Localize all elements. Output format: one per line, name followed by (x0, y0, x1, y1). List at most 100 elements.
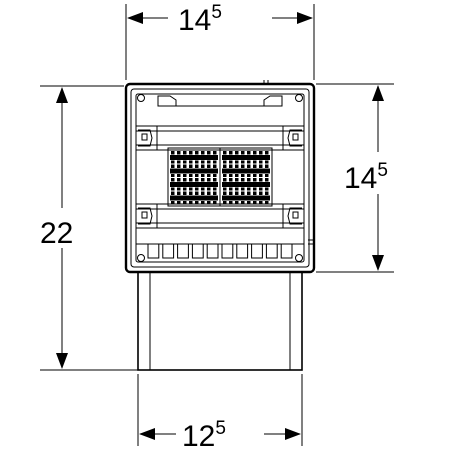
terminal-screw (213, 187, 217, 191)
terminal-screw (177, 164, 181, 168)
terminal-strip (222, 155, 270, 160)
cable-entry-fin (177, 244, 189, 259)
terminal-screw (253, 174, 257, 177)
terminal-screw (171, 164, 175, 168)
terminal-screw (259, 160, 263, 164)
terminal-screw (189, 191, 193, 195)
cable-entry-fin (265, 244, 278, 259)
mounting-screws (137, 94, 303, 262)
cable-entry-fin (236, 244, 249, 259)
terminal-screw (235, 151, 239, 155)
terminal-screw (247, 174, 251, 177)
terminal-screw (235, 191, 239, 195)
upper-din-rail (135, 125, 305, 151)
cable-entry-fin (251, 244, 263, 259)
terminal-screw (213, 174, 217, 177)
terminal-screw (189, 178, 193, 182)
terminal-block (167, 147, 273, 207)
terminal-screw (229, 174, 233, 177)
terminal-screw (171, 191, 175, 195)
svg-text:145: 145 (344, 160, 388, 195)
terminal-screw (241, 174, 245, 177)
dimension-bottom: 125 (139, 418, 301, 450)
terminal-strip (170, 195, 218, 201)
terminal-screw (259, 187, 263, 191)
terminal-screw (183, 191, 187, 195)
terminal-screw (189, 151, 193, 155)
terminal-screw (247, 160, 251, 164)
cable-entry-fin (280, 244, 293, 259)
terminal-screw (259, 191, 263, 195)
terminal-screw (171, 174, 175, 177)
terminal-screw (177, 151, 181, 155)
terminal-screw (241, 191, 245, 195)
terminal-screw (253, 151, 257, 155)
terminal-screw (195, 174, 199, 177)
right-height-base: 14 (344, 162, 377, 195)
terminal-screw (183, 164, 187, 168)
terminal-screw (223, 174, 227, 177)
terminal-screw (207, 178, 211, 182)
terminal-screw (177, 201, 181, 204)
dimension-left: 22 (36, 87, 88, 369)
terminal-strip (222, 182, 270, 187)
terminal-screw (247, 187, 251, 191)
terminal-screw (183, 178, 187, 182)
terminal-screw (207, 151, 211, 155)
terminal-screw (235, 164, 239, 168)
terminal-screw (253, 160, 257, 164)
terminal-screw (259, 151, 263, 155)
dimension-right: 145 (342, 85, 414, 271)
terminal-screw (259, 201, 263, 204)
terminal-screw (253, 187, 257, 191)
lower-din-rail (135, 203, 305, 229)
terminal-screw (213, 201, 217, 204)
terminal-screw (207, 174, 211, 177)
terminal-screw (171, 178, 175, 182)
terminal-screw (195, 187, 199, 191)
terminal-screw (229, 201, 233, 204)
terminal-screw (247, 201, 251, 204)
terminal-screw (171, 201, 175, 204)
terminal-screw (201, 160, 205, 164)
terminal-screw (201, 151, 205, 155)
terminal-screw (253, 191, 257, 195)
lower-body (137, 271, 303, 371)
terminal-screw (177, 191, 181, 195)
terminal-screw (189, 187, 193, 191)
cable-entry-fins (136, 243, 304, 259)
terminal-screw (265, 178, 269, 182)
terminal-screw (207, 187, 211, 191)
terminal-screw (201, 178, 205, 182)
cable-entry-fin (191, 244, 204, 259)
terminal-screw (265, 151, 269, 155)
terminal-screw (213, 151, 217, 155)
terminal-screw (247, 178, 251, 182)
terminal-screw (195, 191, 199, 195)
terminal-screw (195, 160, 199, 164)
terminal-screw (207, 191, 211, 195)
terminal-screw (241, 160, 245, 164)
terminal-screw (171, 151, 175, 155)
terminal-screw (223, 178, 227, 182)
terminal-screw (213, 164, 217, 168)
terminal-screw (177, 160, 181, 164)
terminal-screw (253, 178, 257, 182)
terminal-screw (207, 201, 211, 204)
terminal-screw (241, 178, 245, 182)
terminal-screw (247, 151, 251, 155)
terminal-screw (235, 178, 239, 182)
terminal-screw (183, 201, 187, 204)
terminal-screw (201, 174, 205, 177)
terminal-screw (177, 174, 181, 177)
terminal-screw (247, 164, 251, 168)
terminal-screw (265, 187, 269, 191)
terminal-screw (183, 151, 187, 155)
terminal-screw (253, 164, 257, 168)
extension-lines (40, 4, 394, 446)
top-width-sup: 5 (211, 2, 222, 23)
terminal-screw (213, 160, 217, 164)
terminal-strip (222, 168, 270, 174)
terminal-screw (265, 174, 269, 177)
top-width-base: 14 (178, 4, 211, 37)
